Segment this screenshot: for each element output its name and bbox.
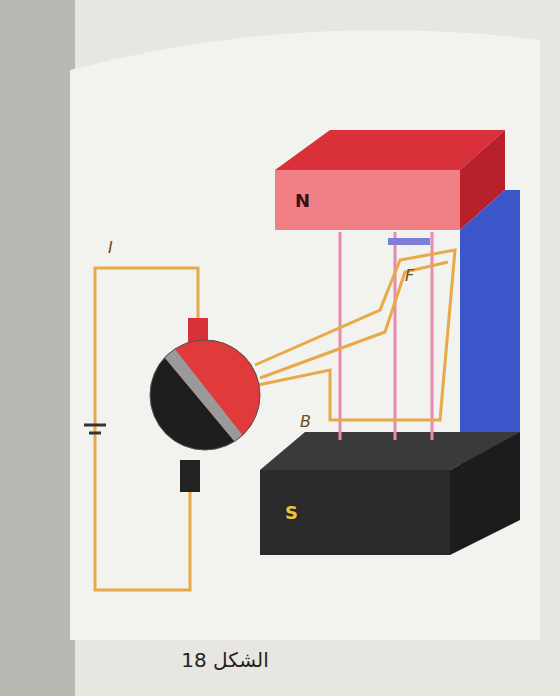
galvanometer-rim [150,340,260,450]
magnet-front-face [260,470,450,555]
field-lines [340,232,432,440]
magnet-pole: S [260,470,450,555]
terminal [180,460,200,492]
magnet-front-face [275,170,460,230]
pole-letter: S [285,502,298,523]
battery-symbol [84,424,106,427]
pole-letter: N [295,190,310,211]
magnet-side-face [450,432,520,555]
magnet-pole: N [275,170,460,230]
coil-axle [388,238,430,245]
battery-symbol [89,432,101,435]
magnet-yoke [460,190,520,470]
galvanometer [140,330,270,460]
page-panel [70,30,540,640]
wires [95,250,455,590]
symbol-label: B [300,412,311,431]
symbol-label: I [108,238,113,257]
page-shadow [0,0,75,696]
figure-caption: الشكل 18 [181,648,269,672]
symbol-label: F [405,266,414,285]
